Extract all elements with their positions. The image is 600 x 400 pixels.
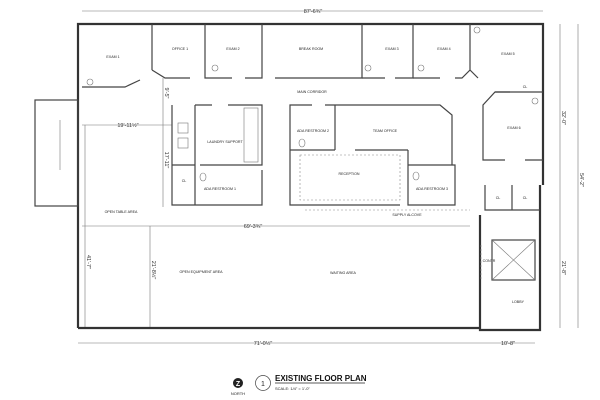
- waiting-area: WAITING AREA: [330, 271, 356, 275]
- exterior-walls: [34, 22, 545, 332]
- dim-open-area-height: 21'-8½": [150, 261, 157, 280]
- contr-label: CONTR: [483, 259, 496, 263]
- sink-icon: [364, 64, 372, 72]
- supply-alcove: SUPPLY ALCOVE: [392, 213, 422, 217]
- room-exam-2: EXAM 2: [226, 47, 239, 51]
- title-block: Z NORTH 1 EXISTING FLOOR PLAN SCALE: 1/4…: [231, 374, 367, 396]
- dim-top-overall: 87'-6¾": [304, 9, 323, 15]
- room-exam-5: EXAM 5: [501, 52, 514, 56]
- toilet-icon: [199, 172, 207, 182]
- dim-corridor-height: 9'-5": [163, 88, 169, 99]
- dimension-lines: [78, 10, 579, 344]
- toilet-icon: [412, 171, 420, 181]
- sink-icon: [531, 97, 539, 105]
- dim-right-upper: 32'-0": [560, 111, 566, 125]
- drawing-number: 1: [261, 381, 265, 388]
- north-arrow-icon: [233, 378, 243, 388]
- fixtures: [86, 26, 539, 182]
- main-corridor: MAIN CORRIDOR: [297, 90, 327, 94]
- interior-walls: [82, 24, 543, 281]
- dim-lobby-width: 10'-8": [501, 341, 515, 347]
- dim-left-offset: 19'-11½": [117, 122, 138, 129]
- dim-bottom-overall: 71'-0½": [254, 340, 273, 347]
- dim-left-height: 41'-7": [85, 255, 91, 269]
- room-ada-restroom-3: ADA RESTROOM 3: [416, 187, 448, 191]
- elevator: [491, 239, 536, 281]
- sink-icon: [211, 64, 219, 72]
- room-exam-4: EXAM 4: [437, 47, 450, 51]
- room-ada-restroom-2: ADA RESTROOM 2: [297, 129, 329, 133]
- north-label: NORTH: [231, 391, 245, 396]
- room-break-room: BREAK ROOM: [299, 47, 323, 51]
- dim-right-lower: 21'-8": [560, 261, 566, 275]
- room-reception: RECEPTION: [339, 172, 360, 176]
- open-table-area: OPEN TABLE AREA: [105, 210, 138, 214]
- sink-icon: [417, 64, 425, 72]
- closet-label: CL: [523, 196, 528, 200]
- room-exam-3: EXAM 3: [385, 47, 398, 51]
- closet-label: CL: [182, 179, 187, 183]
- room-exam-6: EXAM 6: [507, 126, 520, 130]
- svg-text:Z: Z: [236, 381, 241, 388]
- room-team-office: TEAM OFFICE: [373, 129, 398, 133]
- drawing-title: EXISTING FLOOR PLAN: [275, 374, 367, 383]
- dim-right-overall: 54'-2": [578, 173, 584, 187]
- toilet-icon: [298, 138, 306, 148]
- room-labels: EXAM 1 OFFICE 1 EXAM 2 BREAK ROOM EXAM 3…: [105, 47, 528, 304]
- closet-label: CL: [523, 85, 528, 89]
- room-laundry-support: LAUNDRY SUPPORT: [207, 140, 243, 144]
- room-ada-restroom-1: ADA RESTROOM 1: [204, 187, 236, 191]
- sink-icon: [86, 78, 94, 86]
- dimension-labels: 87'-6¾" 19'-11½" 9'-5" 17'-11" 41'-7" 21…: [85, 9, 584, 347]
- sink-icon: [473, 26, 481, 34]
- dim-open-area-width: 69'-3¾": [244, 224, 263, 230]
- room-office-1: OFFICE 1: [172, 47, 188, 51]
- drawing-scale: SCALE: 1/4" = 1'-0": [275, 386, 310, 391]
- open-equipment-area: OPEN EQUIPMENT AREA: [179, 270, 223, 274]
- dim-core-height: 17'-11": [163, 152, 169, 169]
- room-exam-1: EXAM 1: [106, 55, 119, 59]
- drawing-number-circle: [255, 375, 271, 391]
- room-lobby: LOBBY: [512, 300, 525, 304]
- closet-label: CL: [496, 196, 501, 200]
